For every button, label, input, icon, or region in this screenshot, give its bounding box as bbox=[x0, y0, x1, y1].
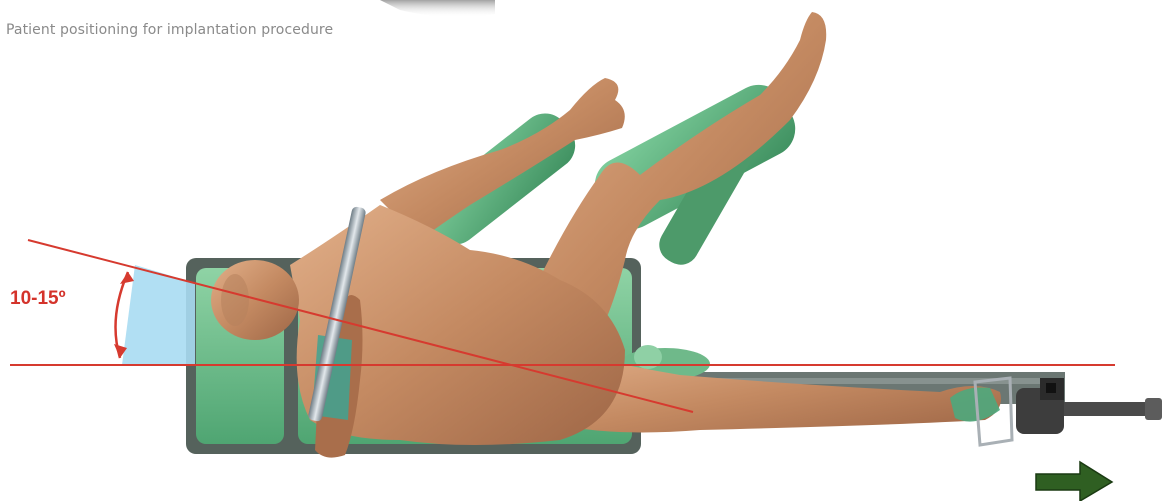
arrow-right-icon bbox=[1036, 462, 1112, 501]
angle-label: 10-15º bbox=[10, 288, 66, 310]
top-shadow-fragment bbox=[380, 0, 495, 17]
foot-extension-bar bbox=[1060, 402, 1152, 416]
